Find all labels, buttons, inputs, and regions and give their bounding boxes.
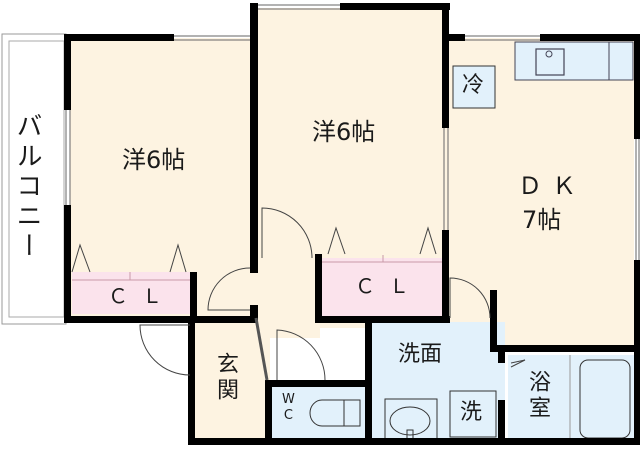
toilet-fixture — [309, 399, 361, 427]
closet-door-marks — [71, 226, 437, 273]
room-label-dk: ＤＫ — [518, 172, 586, 200]
refrigerator-label: 冷 — [462, 73, 485, 98]
toilet-label-c: C — [283, 408, 293, 423]
kitchen-counter — [514, 41, 634, 81]
room-label-dk-size: 7帖 — [522, 206, 562, 234]
wash-basin — [384, 398, 438, 442]
balcony-area — [1, 33, 67, 325]
bathroom-fill — [508, 355, 636, 441]
closet-1-fill — [72, 272, 190, 314]
room-label-western-2: 洋6帖 — [312, 118, 376, 146]
washing-machine-box — [449, 390, 497, 438]
walls — [64, 3, 640, 445]
washing-machine-label: 洗 — [460, 400, 483, 425]
balcony-label: バルコニー — [12, 112, 42, 262]
room-label-bathroom: 浴室 — [525, 370, 550, 422]
room-label-washroom: 洗面 — [398, 342, 443, 367]
toilet-label-w: W — [282, 392, 295, 407]
room-label-entrance: 玄関 — [213, 352, 238, 404]
room-label-closet-2: ＣＬ — [355, 274, 423, 298]
entrance-floor — [195, 320, 270, 440]
windows — [65, 4, 640, 260]
refrigerator-box — [452, 65, 496, 109]
room-label-western-1: 洋6帖 — [122, 146, 186, 174]
toilet-fill — [272, 383, 368, 441]
room-label-closet-1: ＣＬ — [108, 284, 176, 308]
door-swings — [139, 207, 526, 381]
closet-2-fill — [322, 258, 442, 316]
